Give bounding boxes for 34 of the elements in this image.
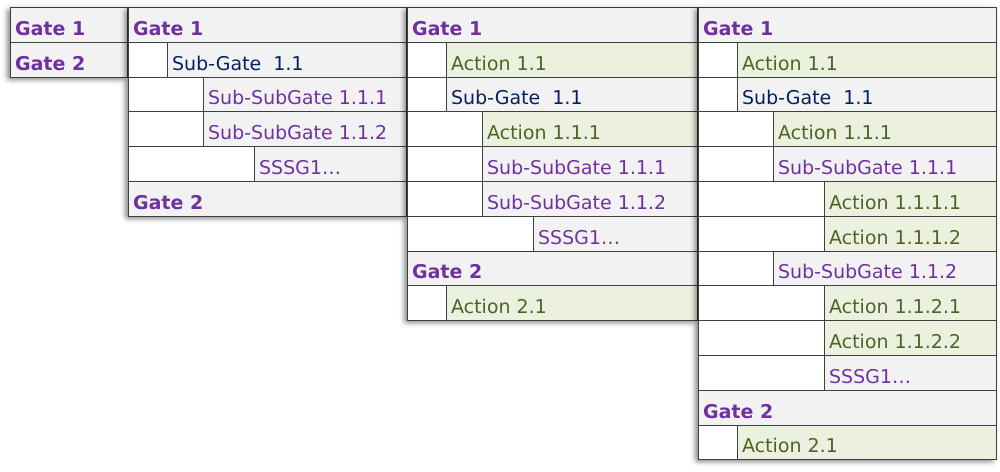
sub-gate-item: Sub-Gate 1.1 (167, 42, 406, 77)
sub-subgate-item: SSSG1… (824, 356, 996, 390)
sub-subgate-item: SSSG1… (254, 147, 406, 181)
action-item: Action 2.1 (737, 426, 996, 460)
action-item: Action 1.1.1 (773, 112, 996, 146)
gate-item: Gate 1 (11, 8, 127, 42)
gate-item: Gate 2 (699, 390, 996, 425)
sub-subgate-item: Sub-SubGate 1.1.1 (773, 147, 996, 181)
table-panel (128, 7, 407, 217)
action-item: Action 1.1.2.2 (824, 321, 996, 355)
action-item: Action 1.1.1 (482, 112, 697, 146)
action-item: Action 1.1.2.1 (824, 286, 996, 320)
gate-item: Gate 2 (129, 182, 406, 216)
table-panel (10, 7, 128, 78)
sub-gate-item: Sub-Gate 1.1 (737, 78, 996, 112)
sub-subgate-item: Sub-SubGate 1.1.2 (482, 182, 697, 216)
gate-item: Gate 2 (408, 252, 697, 286)
action-item: Action 1.1.1.2 (824, 216, 996, 251)
action-item: Action 2.1 (446, 286, 697, 320)
table-panel (407, 7, 698, 322)
sub-subgate-item: SSSG1… (533, 216, 697, 251)
gate-item: Gate 2 (11, 42, 127, 77)
table-panel (698, 7, 997, 460)
action-item: Action 1.1.1.1 (824, 182, 996, 216)
sub-subgate-item: Sub-SubGate 1.1.2 (773, 252, 996, 286)
gate-item: Gate 1 (699, 8, 996, 42)
gate-item: Gate 1 (129, 8, 406, 42)
action-item: Action 1.1 (446, 42, 697, 77)
sub-gate-item: Sub-Gate 1.1 (446, 78, 697, 112)
sub-subgate-item: Sub-SubGate 1.1.1 (203, 78, 406, 112)
gate-item: Gate 1 (408, 8, 697, 42)
action-item: Action 1.1 (737, 42, 996, 77)
sub-subgate-item: Sub-SubGate 1.1.2 (203, 112, 406, 146)
sub-subgate-item: Sub-SubGate 1.1.1 (482, 147, 697, 181)
